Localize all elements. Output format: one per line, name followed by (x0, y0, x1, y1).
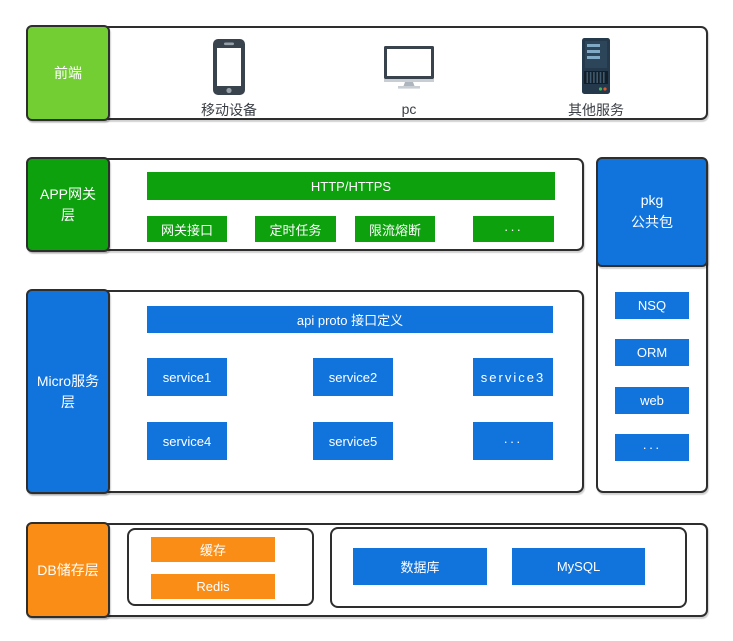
frontend-layer-label: 前端 (26, 25, 110, 121)
db-storage-layer: DB储存层 缓存 Redis 数据库 MySQL (26, 522, 708, 618)
other-services-device: 其他服务 (536, 36, 656, 120)
gateway-interface-box: 网关接口 (147, 216, 227, 242)
cache-box: 缓存 (151, 537, 275, 562)
pc-device-caption: pc (401, 101, 417, 117)
cache-group: 缓存 Redis (127, 528, 314, 606)
pc-device: pc (349, 36, 469, 120)
scheduled-tasks-box: 定时任务 (255, 216, 336, 242)
api-proto-banner: api proto 接口定义 (147, 306, 553, 333)
rate-limit-circuit-break-box: 限流熔断 (355, 216, 435, 242)
service2-box: service2 (313, 358, 393, 396)
db-storage-layer-label: DB储存层 (26, 522, 110, 618)
smartphone-icon (212, 36, 246, 97)
service1-box: service1 (147, 358, 227, 396)
micro-service-layer-label: Micro服务层 (26, 289, 110, 494)
pkg-more-box: ··· (615, 434, 689, 461)
orm-box: ORM (615, 339, 689, 366)
http-https-banner: HTTP/HTTPS (147, 172, 555, 200)
server-icon (581, 36, 611, 97)
service-more-box: ··· (473, 422, 553, 460)
pkg-title-line2: 公共包 (631, 214, 673, 230)
mysql-box: MySQL (512, 548, 645, 585)
pkg-header: pkg 公共包 (596, 157, 708, 267)
other-services-caption: 其他服务 (568, 102, 624, 118)
web-box: web (615, 387, 689, 414)
mobile-device-caption: 移动设备 (201, 102, 257, 118)
app-gateway-layer-label: APP网关层 (26, 157, 110, 252)
pkg-title-line1: pkg (640, 192, 664, 209)
database-group: 数据库 MySQL (330, 527, 687, 608)
frontend-layer: 前端 移动设备 (26, 25, 708, 121)
app-gateway-layer: APP网关层 HTTP/HTTPS 网关接口 定时任务 限流熔断 ··· (26, 157, 584, 252)
service5-box: service5 (313, 422, 393, 460)
service4-box: service4 (147, 422, 227, 460)
pkg-common-package-column: pkg 公共包 NSQ ORM web ··· (596, 157, 708, 493)
gateway-more-box: ··· (473, 216, 554, 242)
monitor-icon (383, 36, 435, 98)
database-box: 数据库 (353, 548, 487, 585)
service3-box: service3 (473, 358, 553, 396)
redis-box: Redis (151, 574, 275, 599)
mobile-device: 移动设备 (169, 36, 289, 120)
micro-service-layer: Micro服务层 api proto 接口定义 service1 service… (26, 289, 584, 494)
nsq-box: NSQ (615, 292, 689, 319)
